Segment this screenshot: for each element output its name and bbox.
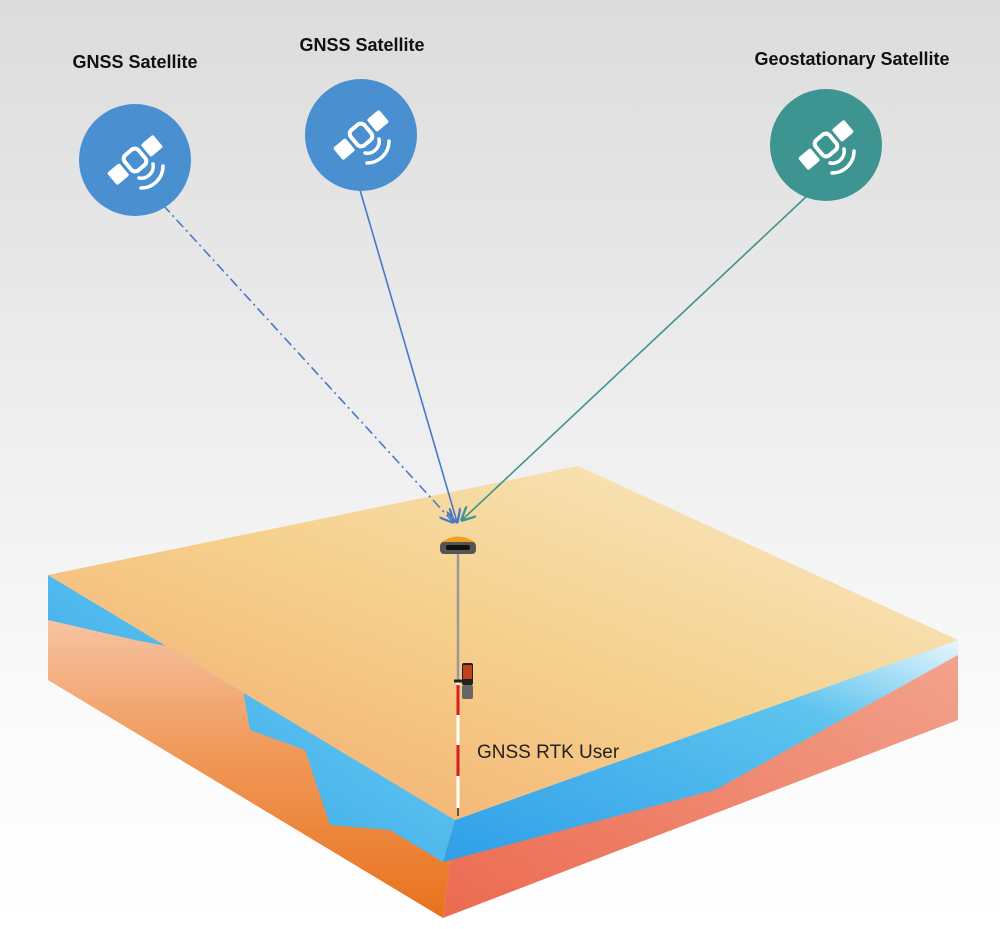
satellite-label: Geostationary Satellite	[754, 49, 950, 69]
signal-line-gnss-2	[359, 189, 457, 522]
terrain-block	[48, 466, 958, 918]
ground-surface	[48, 466, 958, 820]
gnss-satellite-icon	[305, 79, 417, 191]
left-face	[48, 575, 455, 918]
receiver-label: GNSS RTK User	[477, 742, 620, 763]
geostationary-satellite-icon	[770, 89, 882, 201]
satellite-label: GNSS Satellite	[299, 35, 425, 55]
signal-line-geostationary	[462, 194, 809, 520]
satellite-label: GNSS Satellite	[72, 52, 198, 72]
gnss-receiver-icon	[440, 536, 476, 554]
left-water-layer	[48, 575, 455, 862]
controller-device-icon	[454, 663, 473, 699]
gnss-satellite-icon	[79, 104, 191, 216]
signal-line-gnss-1	[162, 204, 453, 522]
rtk-rover-pole	[440, 536, 476, 816]
right-water-layer	[443, 640, 958, 862]
